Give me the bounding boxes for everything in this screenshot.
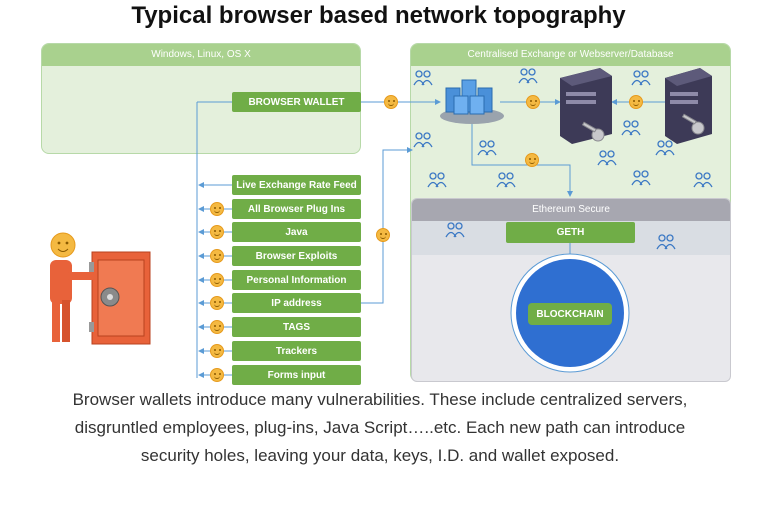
- smiley-icon: [210, 249, 224, 263]
- smiley-icon: [210, 225, 224, 239]
- exchange-panel-header: Centralised Exchange or Webserver/Databa…: [411, 44, 730, 66]
- person-icon: [50, 232, 96, 342]
- vulnerability-item[interactable]: Trackers: [232, 341, 361, 361]
- blockchain-node[interactable]: BLOCKCHAIN: [528, 303, 612, 325]
- smiley-icon: [210, 296, 224, 310]
- vulnerability-item[interactable]: Personal Information: [232, 270, 361, 290]
- server-icon: [560, 68, 612, 144]
- database-icon: [440, 79, 504, 124]
- smiley-icon: [526, 95, 540, 109]
- vulnerability-item[interactable]: All Browser Plug Ins: [232, 199, 361, 219]
- smiley-icon: [384, 95, 398, 109]
- vulnerability-item[interactable]: TAGS: [232, 317, 361, 337]
- caption-line: Browser wallets introduce many vulnerabi…: [72, 390, 688, 409]
- smiley-icon: [376, 228, 390, 242]
- vault-icon: [89, 251, 151, 345]
- caption-line: security holes, leaving your data, keys,…: [140, 446, 620, 465]
- vulnerability-item[interactable]: Live Exchange Rate Feed: [232, 175, 361, 195]
- vulnerability-item[interactable]: Forms input: [232, 365, 361, 385]
- smiley-icon: [210, 368, 224, 382]
- vulnerability-item[interactable]: Java: [232, 222, 361, 242]
- vulnerability-item[interactable]: IP address: [232, 293, 361, 313]
- smiley-icon: [525, 153, 539, 167]
- vulnerability-item[interactable]: Browser Exploits: [232, 246, 361, 266]
- smiley-icon: [210, 344, 224, 358]
- server-icon: [665, 68, 712, 144]
- os-panel-header: Windows, Linux, OS X: [42, 44, 360, 66]
- diagram-title: Typical browser based network topography: [131, 2, 626, 29]
- smiley-icon: [210, 202, 224, 216]
- caption-line: disgruntled employees, plug-ins, Java Sc…: [74, 418, 686, 437]
- geth-node[interactable]: GETH: [506, 222, 635, 243]
- smiley-icon: [629, 95, 643, 109]
- user-group-icon: [413, 68, 713, 250]
- caption: Browser wallets introduce many vulnerabi…: [30, 386, 730, 470]
- smiley-icon: [210, 320, 224, 334]
- browser-wallet-button[interactable]: BROWSER WALLET: [232, 92, 361, 112]
- smiley-icon: [210, 273, 224, 287]
- key-icon: [581, 113, 705, 142]
- ethereum-panel-header: Ethereum Secure: [412, 199, 730, 221]
